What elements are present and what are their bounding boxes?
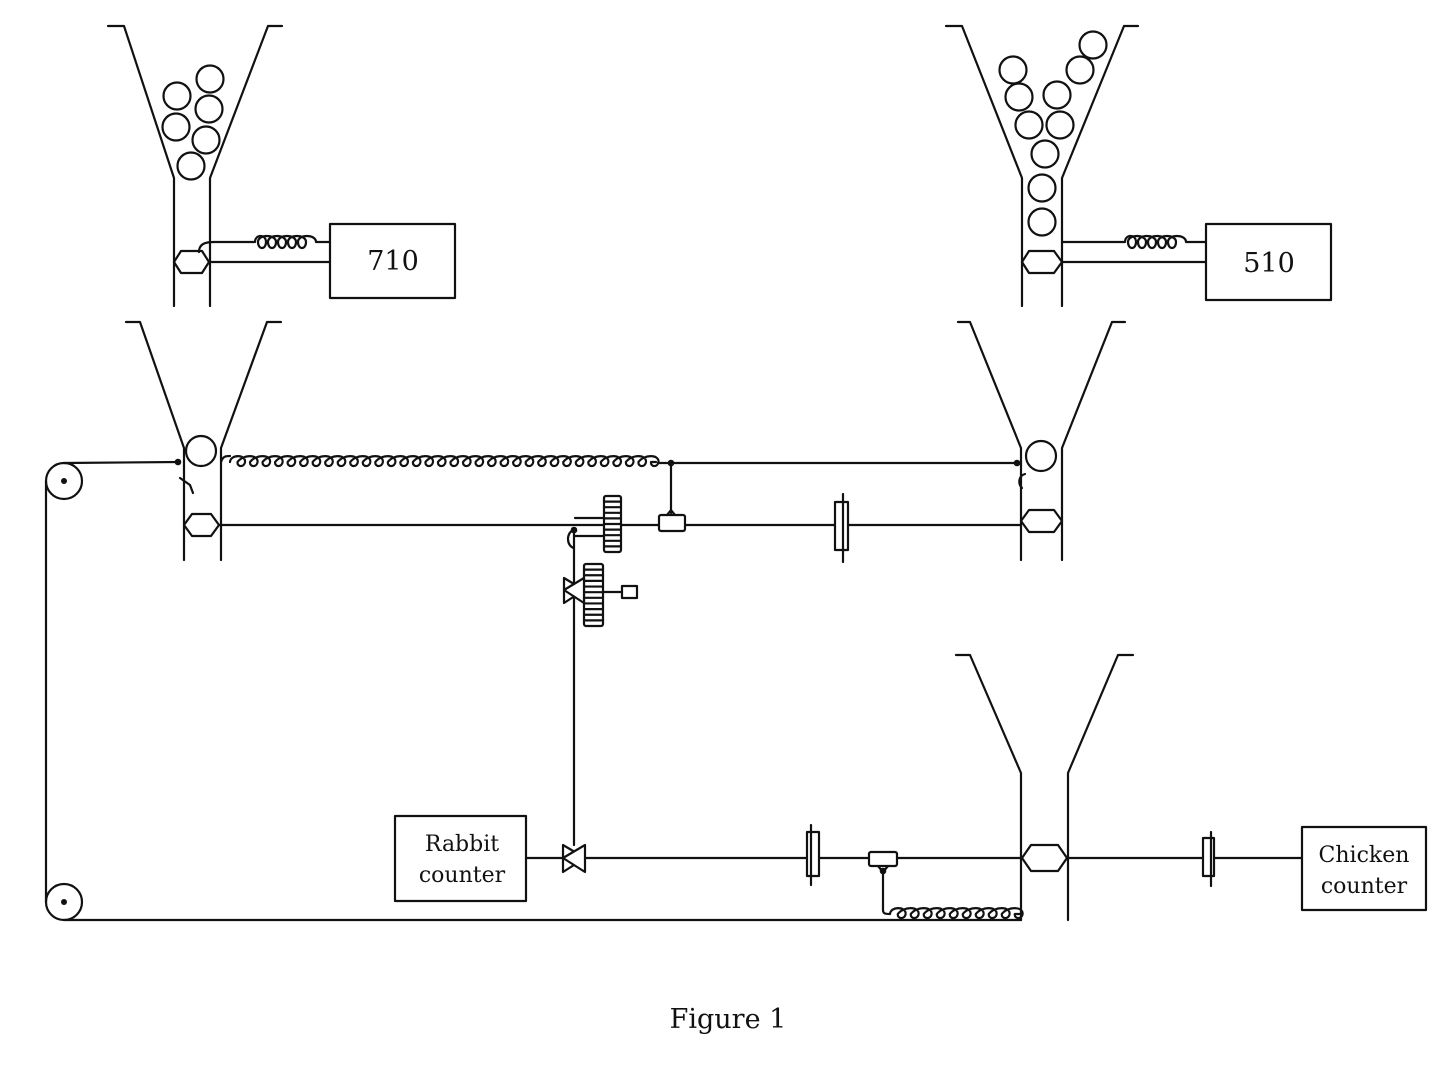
figure-caption: Figure 1 [670, 1004, 787, 1035]
spring-710 [250, 234, 332, 250]
rabbit-counter-label-line2: counter [419, 863, 506, 888]
chicken-counter-label-line1: Chicken [1319, 843, 1410, 868]
t-connector-top [657, 513, 687, 533]
middle-shaft [217, 492, 1023, 847]
shaft-coupling-bottom-right [1201, 830, 1216, 888]
small-knob [620, 584, 639, 600]
hopper-middle-left [124, 320, 283, 562]
gear-lower [582, 562, 605, 628]
long-spring [228, 455, 660, 468]
belt-top [62, 460, 181, 465]
hopper-middle-right [956, 320, 1127, 562]
latch-middle-right [1018, 472, 1027, 490]
box-710-label: 710 [367, 246, 419, 277]
gate-valve-middle-left [182, 512, 221, 538]
pulley-system [44, 458, 1023, 922]
box-710 [328, 222, 457, 300]
rabbit-counter-box [393, 814, 528, 903]
shaft-coupling-bottom-left [805, 823, 821, 887]
long-spring-assembly [219, 454, 1021, 515]
gate-valve-510 [1020, 249, 1064, 275]
spring-510 [1120, 234, 1208, 250]
box-510-label: 510 [1243, 248, 1295, 279]
balls-510 [998, 30, 1108, 237]
hopper-bottom [954, 653, 1135, 922]
latch-middle-left [178, 476, 195, 495]
chicken-counter-label-line2: counter [1321, 874, 1408, 899]
box-510 [1204, 222, 1333, 302]
balls-710 [161, 64, 225, 181]
shaft-coupling-middle [833, 492, 850, 564]
t-connector-bottom [867, 850, 899, 868]
gate-valve-bottom [1020, 843, 1069, 873]
chicken-counter-box [1300, 825, 1428, 912]
ball-middle-right [1024, 439, 1058, 473]
hopper-710: 710 [106, 24, 457, 308]
ball-middle-left [184, 434, 218, 468]
hopper-510: 510 [944, 24, 1333, 308]
gear-upper [573, 494, 623, 554]
bottom-spring [881, 907, 1024, 920]
gate-valve-710 [172, 249, 211, 275]
bottom-shaft: Rabbit counter Chicken counter [393, 814, 1428, 920]
rabbit-counter-label-line1: Rabbit [425, 832, 499, 857]
gate-valve-middle-right [1019, 508, 1064, 534]
